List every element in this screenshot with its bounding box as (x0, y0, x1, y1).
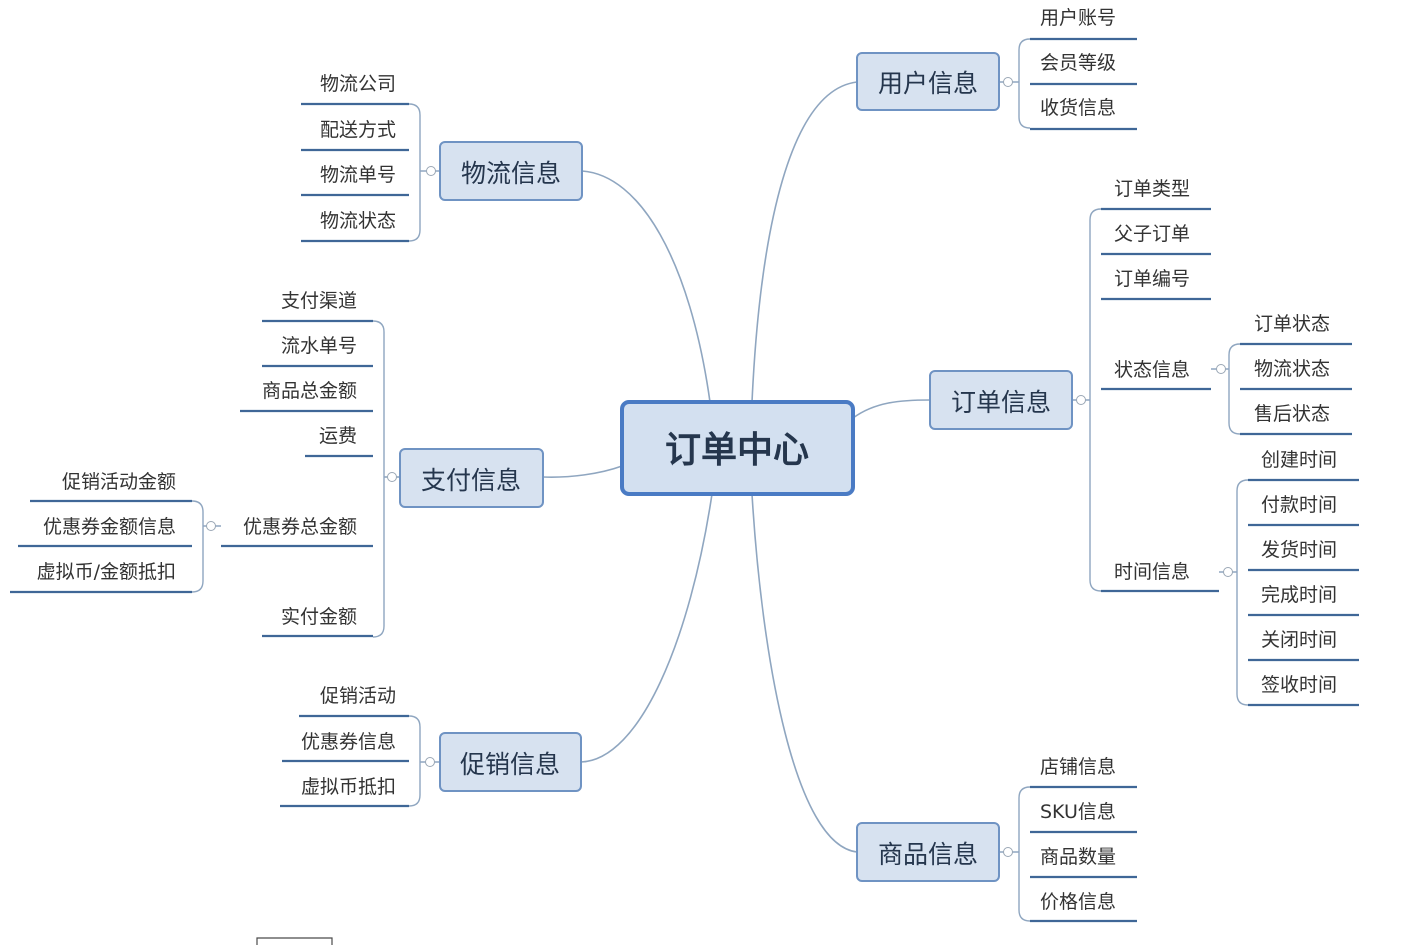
node-product-info-box (856, 822, 1000, 882)
branch-product: 店铺信息 SKU信息 商品数量 价格信息 商品信息 (856, 756, 1137, 923)
leaf-sku-info: SKU信息 (1040, 801, 1116, 823)
bracket-time (1236, 479, 1249, 706)
leaf-price-info: 价格信息 (1040, 891, 1116, 913)
leaf-promo-activity: 促销活动 (320, 685, 396, 707)
node-promotion-info-box (439, 732, 582, 792)
leaf-shop-info: 店铺信息 (1040, 756, 1116, 778)
bracket-payment (372, 320, 385, 638)
bracket-status (1228, 343, 1241, 435)
cropped-box-fragment (256, 937, 333, 945)
node-promotion-info: 促销信息 (460, 750, 560, 779)
leaf-logistics-company: 物流公司 (320, 73, 396, 95)
node-logistics-info-box (439, 141, 583, 201)
node-order-info: 订单信息 (951, 388, 1051, 417)
leaf-close-time: 关闭时间 (1261, 629, 1337, 651)
leaf-coupon-amount-info: 优惠券金额信息 (43, 516, 176, 538)
leaf-delivery-method: 配送方式 (320, 119, 396, 141)
branch-logistics: 物流公司 配送方式 物流单号 物流状态 物流信息 (301, 73, 583, 243)
leaf-order-number: 订单编号 (1114, 268, 1190, 290)
leaf-serial-number: 流水单号 (281, 335, 357, 357)
collapse-hub-logistics (426, 166, 436, 176)
leaf-shipping-time: 发货时间 (1261, 539, 1337, 561)
node-logistics-info: 物流信息 (461, 159, 561, 188)
leaf-tracking-number: 物流单号 (320, 164, 396, 186)
leaf-product-quantity: 商品数量 (1040, 846, 1116, 868)
node-product-info: 商品信息 (878, 840, 978, 869)
root-node-label: 订单中心 (665, 430, 809, 471)
subtopic-status-info: 状态信息 (1114, 359, 1190, 381)
collapse-hub-status (1216, 364, 1226, 374)
connector-root-order (852, 399, 931, 419)
root-node-box (620, 400, 855, 496)
leaf-promo-amount: 促销活动金额 (62, 471, 176, 493)
leaf-logistics-status: 物流状态 (320, 210, 396, 232)
collapse-hub-promotion (425, 757, 435, 767)
subtopic-coupon-total: 优惠券总金额 (243, 516, 357, 538)
node-payment-info: 支付信息 (421, 466, 521, 495)
leaf-coupon-info: 优惠券信息 (301, 731, 396, 753)
bracket-coupon (191, 500, 204, 593)
root-node: 订单中心 (620, 400, 855, 496)
bracket-product (1018, 786, 1031, 922)
leaf-paid-amount: 实付金额 (281, 606, 357, 628)
branch-order: 订单类型 父子订单 订单编号 状态信息 时间信息 订单状态 物流状态 售后状态 … (929, 178, 1359, 707)
leaf-shipping-fee: 运费 (319, 425, 357, 447)
bracket-order (1089, 208, 1102, 592)
bracket-logistics (408, 103, 421, 242)
leaf-order-status: 订单状态 (1254, 313, 1330, 335)
connector-root-user (751, 81, 858, 403)
leaf-user-account: 用户账号 (1040, 7, 1116, 29)
leaf-virtual-currency: 虚拟币抵扣 (301, 776, 396, 798)
collapse-hub-order (1076, 395, 1086, 405)
node-user-info: 用户信息 (878, 69, 978, 98)
leaf-parent-child-order: 父子订单 (1114, 223, 1190, 245)
bracket-user (1018, 38, 1031, 129)
leaf-total-amount: 商品总金额 (262, 380, 357, 402)
subtopic-time-info: 时间信息 (1114, 561, 1190, 583)
leaf-payment-time: 付款时间 (1261, 494, 1337, 516)
collapse-hub-coupon (206, 521, 216, 531)
bracket-promotion (408, 715, 421, 807)
collapse-hub-payment (387, 472, 397, 482)
branch-promotion: 促销活动 优惠券信息 虚拟币抵扣 促销信息 (280, 685, 582, 808)
connector-root-payment (542, 465, 623, 478)
leaf-after-sales-status: 售后状态 (1254, 403, 1330, 425)
connector-root-promotion (580, 493, 713, 763)
collapse-hub-time (1223, 567, 1233, 577)
root-connectors (542, 81, 931, 853)
node-payment-info-box (399, 448, 544, 508)
branch-payment: 支付渠道 流水单号 商品总金额 运费 优惠券总金额 实付金额 促销活动金额 优惠… (10, 290, 544, 638)
connector-root-logistics (581, 170, 711, 403)
node-order-info-box (929, 370, 1073, 430)
leaf-virtual-currency-deduction: 虚拟币/金额抵扣 (37, 561, 176, 583)
leaf-create-time: 创建时间 (1261, 449, 1337, 471)
node-user-info-box (856, 52, 1000, 111)
collapse-hub-product (1003, 847, 1013, 857)
leaf-order-type: 订单类型 (1114, 178, 1190, 200)
leaf-shipment-status: 物流状态 (1254, 358, 1330, 380)
leaf-payment-channel: 支付渠道 (281, 290, 357, 312)
leaf-shipping-info: 收货信息 (1040, 97, 1116, 119)
leaf-complete-time: 完成时间 (1261, 584, 1337, 606)
collapse-hub-user (1003, 77, 1013, 87)
leaf-receipt-time: 签收时间 (1261, 674, 1337, 696)
connector-root-product (751, 493, 858, 853)
branch-user: 用户账号 会员等级 收货信息 用户信息 (856, 7, 1137, 131)
leaf-member-level: 会员等级 (1040, 52, 1116, 74)
